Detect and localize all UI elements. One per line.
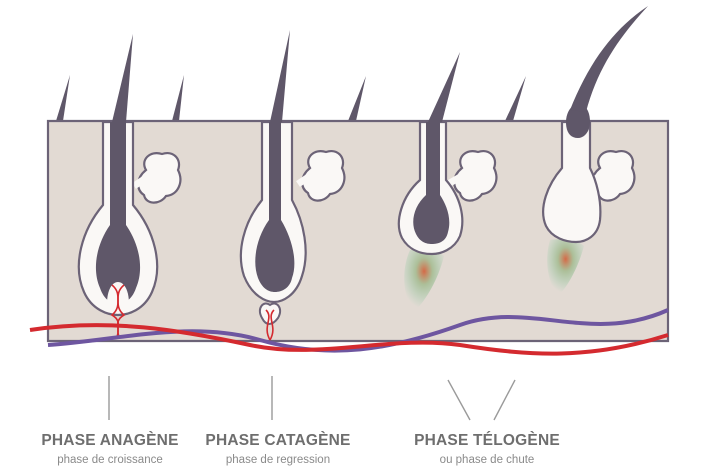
sebaceous-gland	[453, 150, 498, 202]
phase-subtitle: phase de croissance	[57, 454, 163, 466]
phase-caption-telogen: PHASE TÉLOGÈNE ou phase de chute	[402, 432, 572, 466]
phase-caption-anagen: PHASE ANAGÈNE phase de croissance	[30, 432, 190, 466]
phase-title: PHASE ANAGÈNE	[41, 432, 179, 449]
telogen-glow	[404, 249, 444, 312]
skin-layer	[46, 119, 670, 343]
sebaceous-gland	[301, 150, 346, 202]
phase-subtitle: phase de regression	[225, 454, 331, 466]
phase-title: PHASE TÉLOGÈNE	[414, 432, 560, 449]
sebaceous-gland	[137, 152, 182, 204]
phase-subtitle: ou phase de chute	[439, 454, 535, 466]
red-vessel	[29, 323, 669, 356]
follicle-anagen	[77, 34, 182, 339]
follicle-telogen-early	[397, 52, 498, 312]
follicle-catagen	[239, 30, 346, 341]
phase-title: PHASE CATAGÈNE	[205, 432, 351, 449]
follicle-telogen-shedding	[542, 6, 648, 296]
surface-hairs	[56, 75, 526, 121]
purple-vessel	[47, 308, 669, 353]
leader-lines	[108, 376, 516, 421]
telogen-glow	[547, 239, 584, 296]
phase-caption-catagen: PHASE CATAGÈNE phase de regression	[198, 432, 358, 466]
